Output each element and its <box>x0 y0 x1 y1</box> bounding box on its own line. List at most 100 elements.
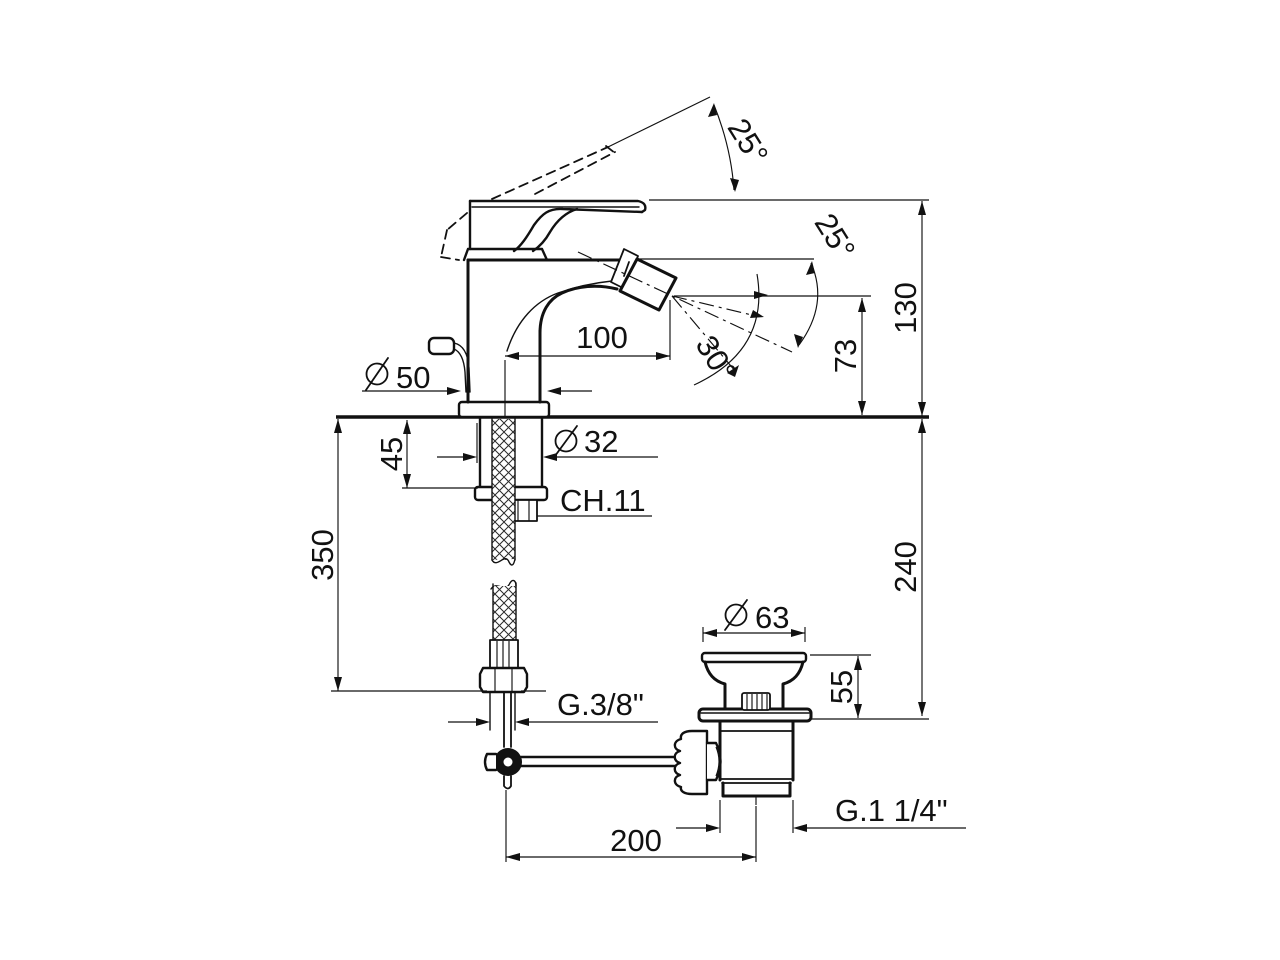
diameter-icon-slash <box>724 599 748 631</box>
spout-outer-curve <box>538 284 619 335</box>
link-collar <box>705 741 722 782</box>
tag-body <box>427 336 456 356</box>
deck-thickness-label: 45 <box>374 437 409 471</box>
waste-thread-arrow-right <box>793 824 807 832</box>
drain-offset-extensions <box>505 790 757 862</box>
height-below-arrow-bottom <box>918 702 926 716</box>
height-above-arrow-bottom <box>918 402 926 416</box>
diameter-icon-slash <box>554 425 578 457</box>
horizontal-link-rod <box>519 755 680 768</box>
waste-diameter-arrow-left <box>703 629 717 637</box>
pivot-ball-hole <box>503 757 513 767</box>
hose-upper-braid <box>492 419 515 560</box>
height-below-label: 240 <box>888 541 923 593</box>
dim-waste-height: 55 <box>824 656 862 718</box>
spray-angle-arrow-top <box>806 261 815 275</box>
waste-diameter-label: 63 <box>755 600 789 635</box>
hose-length-arrow-bottom <box>334 677 342 691</box>
waste-tailpiece <box>721 781 792 798</box>
faucet-base-plate <box>457 400 551 419</box>
label-tag <box>427 336 471 393</box>
raised-handle-bottom-dashed <box>534 151 616 195</box>
pivot-stub <box>483 752 498 772</box>
hose-ferrule-ribs <box>496 641 510 667</box>
handle-escutcheon <box>462 247 549 262</box>
shank-wrench-label: CH.11 <box>560 483 646 518</box>
spray-cone-label: 30° <box>689 329 744 387</box>
shank-diameter-label: 32 <box>584 424 618 459</box>
waste-height-arrow-bottom <box>854 704 862 718</box>
dim-deck-thickness: 45 <box>374 420 478 489</box>
waste-diameter-arrow-right <box>791 629 805 637</box>
dim-shank-wrench: CH.11 <box>537 483 652 518</box>
deck-thickness-arrow-top <box>403 420 411 434</box>
diameter-icon-circle <box>554 429 578 453</box>
spout-inner-curve <box>506 280 613 352</box>
handle-raised-dashed <box>440 96 711 261</box>
waste-thread-extensions <box>719 800 794 833</box>
nozzle-axis-centerline <box>577 251 793 353</box>
link-knurled-nut <box>673 729 709 796</box>
diameter-icon-circle <box>724 603 748 627</box>
supply-hose-upper <box>491 418 516 566</box>
hose-length-arrow-top <box>334 419 342 433</box>
shank-diameter-arrow-left <box>463 453 477 461</box>
waste-funnel-rim <box>700 651 808 664</box>
drain-offset-arrow-left <box>506 853 520 861</box>
waste-height-arrow-top <box>854 656 862 670</box>
dim-outlet-height: 73 <box>828 298 866 415</box>
waste-knob-grooves <box>746 694 768 710</box>
waste-funnel-right <box>781 660 805 711</box>
diameter-icon-slash <box>365 357 389 391</box>
hose-hex-nut-facets <box>494 668 513 692</box>
dim-waste-thread: G.1 1/4" <box>676 793 966 833</box>
raised-handle-tip-dashed <box>605 145 616 154</box>
handle-angle-extension-line <box>607 96 711 148</box>
spray-angle-label: 25° <box>808 207 863 265</box>
hose-length-label: 350 <box>305 529 340 581</box>
link-collar-curve <box>715 746 720 777</box>
reference-lines <box>336 199 929 720</box>
tag-cord-inner <box>453 348 467 393</box>
dim-handle-angle: 25° <box>708 103 775 192</box>
spray-direction-lines <box>577 251 793 373</box>
dim-shank-diameter: 32 <box>437 423 658 463</box>
threaded-shank-walls <box>478 416 544 489</box>
drain-offset-arrow-right <box>742 853 756 861</box>
base-diameter-label: 50 <box>396 360 430 395</box>
waste-thread-arrow-left <box>706 824 720 832</box>
dim-waste-diameter: 63 <box>702 599 806 642</box>
hose-upper-walls <box>491 418 516 561</box>
handle-angle-arrow-top <box>708 103 717 117</box>
dim-drain-offset: 200 <box>505 790 757 862</box>
spray-ray-mid <box>671 295 753 316</box>
outlet-height-arrow-bottom <box>858 401 866 415</box>
mounting-shank-and-hose <box>473 416 549 731</box>
pop-up-rod-lower-tip <box>503 775 512 790</box>
handle-top-edge <box>468 199 647 214</box>
supply-thread-arrow-left <box>476 718 490 726</box>
diameter-icon <box>724 599 748 631</box>
spout-reach-arrow-left <box>505 352 519 360</box>
base-diameter-arrow-left <box>447 387 461 395</box>
hose-lower-walls <box>492 582 517 641</box>
handle-neck-curve <box>531 207 579 253</box>
waste-body-walls <box>718 719 795 782</box>
diameter-icon <box>365 357 389 391</box>
spray-cone-arrow <box>727 365 739 377</box>
waste-thread-label: G.1 1/4" <box>835 793 948 828</box>
dim-spray-cone: 30° <box>689 273 760 388</box>
dim-base-diameter: 50 <box>362 357 592 395</box>
raised-handle-top-dashed <box>491 146 609 200</box>
nozzle-slot <box>623 261 630 277</box>
drain-offset-label: 200 <box>610 823 662 858</box>
shank-diameter-arrow-right <box>543 453 557 461</box>
handle-angle-arrow-bottom <box>730 178 739 192</box>
outlet-height-label: 73 <box>828 339 863 373</box>
mixer-faucet <box>427 96 793 419</box>
pop-up-rod-linkage <box>483 691 680 790</box>
dim-spout-reach: 100 <box>504 300 671 416</box>
handle-angle-arc <box>713 104 735 191</box>
diameter-icon-circle <box>365 362 389 386</box>
